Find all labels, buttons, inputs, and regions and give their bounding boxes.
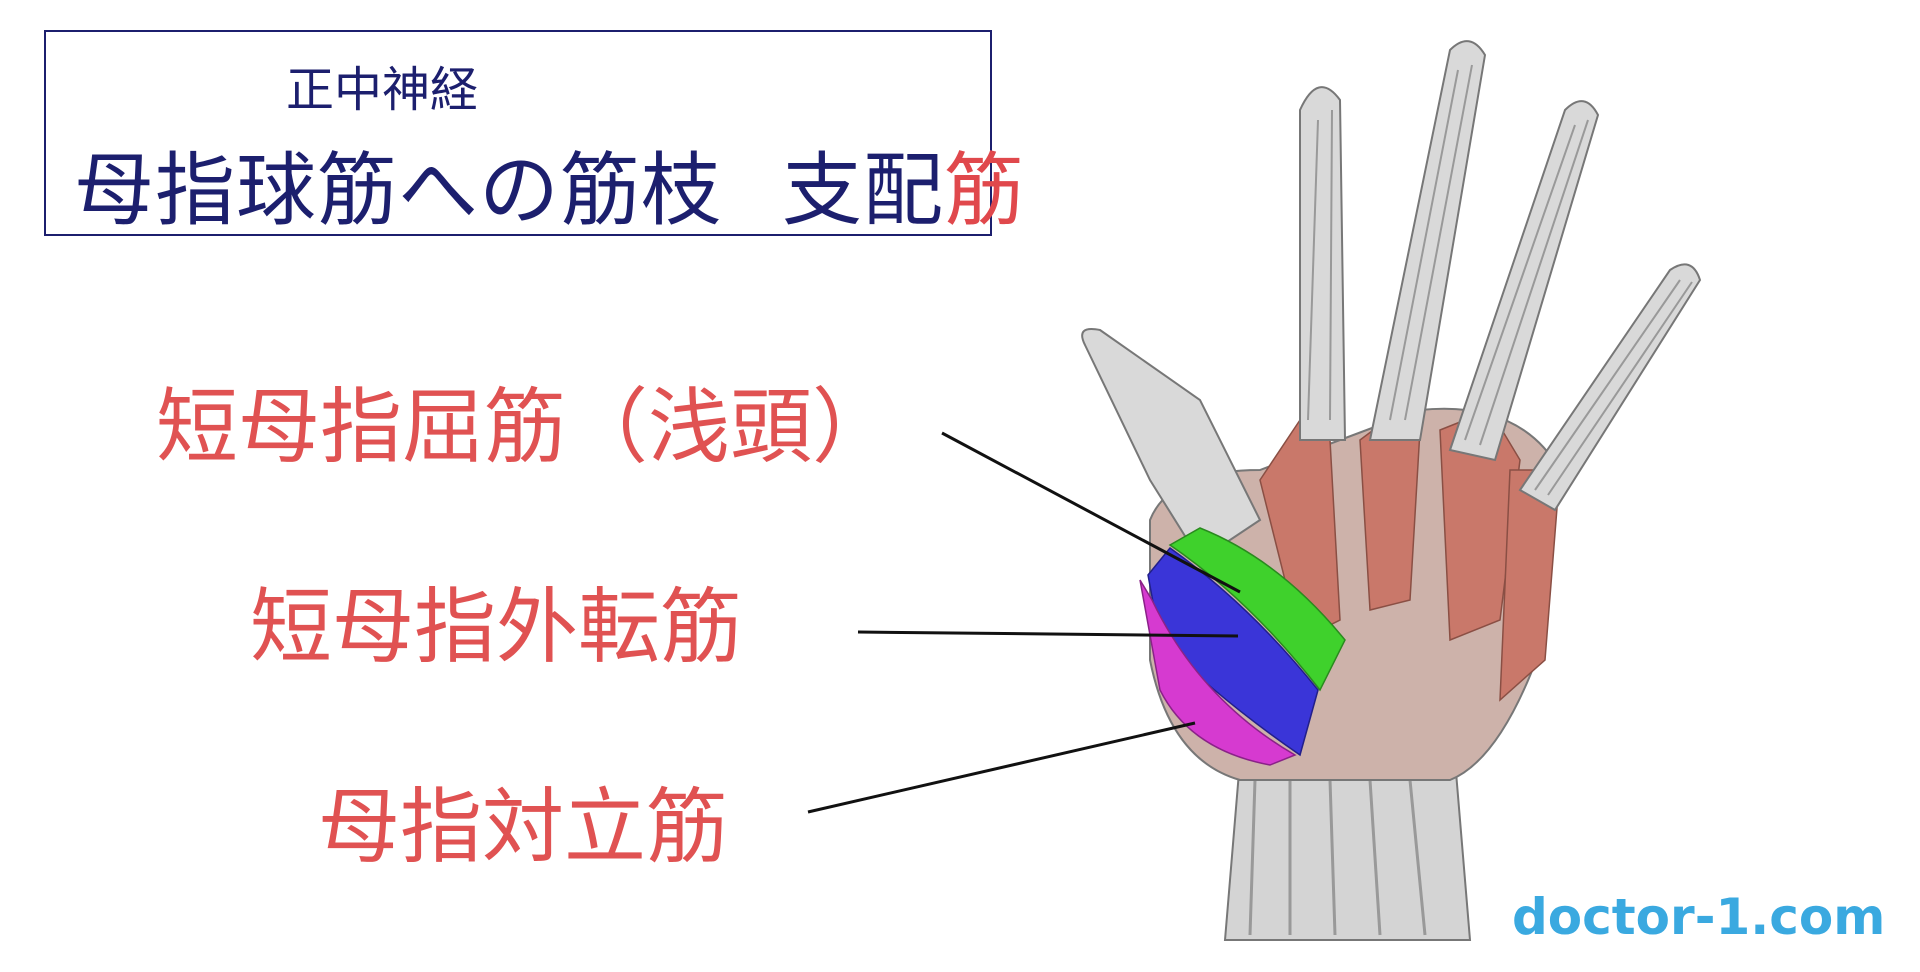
forearm-tendons bbox=[1248, 779, 1427, 936]
finger-little bbox=[1518, 263, 1702, 512]
finger-middle bbox=[1368, 40, 1487, 441]
leader-line-op bbox=[807, 721, 1196, 814]
muscle-op-magenta bbox=[1139, 579, 1297, 766]
muscle-fpb-green bbox=[1168, 527, 1346, 692]
title-heading: 母指球筋への筋枝支配筋 bbox=[74, 126, 1025, 242]
label-flexor-pollicis-brevis: 短母指屈筋（浅頭） bbox=[156, 380, 895, 475]
label-opponens-pollicis: 母指対立筋 bbox=[318, 780, 729, 875]
label-abductor-pollicis-brevis: 短母指外転筋 bbox=[250, 580, 743, 675]
site-url[interactable]: doctor-1.com bbox=[1512, 888, 1886, 946]
title-main-text-2: 支配 bbox=[782, 144, 944, 237]
title-box: 正中神経 母指球筋への筋枝支配筋 bbox=[44, 30, 1024, 237]
finger-ring bbox=[1448, 100, 1600, 462]
finger-index bbox=[1299, 86, 1347, 441]
title-accent-text: 筋 bbox=[944, 144, 1025, 237]
finger-thumb bbox=[1081, 328, 1262, 562]
leader-line-fpb bbox=[941, 431, 1241, 594]
forearm bbox=[1223, 759, 1472, 941]
leader-line-apb bbox=[857, 630, 1239, 638]
title-main-text: 母指球筋への筋枝 bbox=[74, 144, 722, 237]
title-subheading: 正中神経 bbox=[286, 62, 479, 118]
